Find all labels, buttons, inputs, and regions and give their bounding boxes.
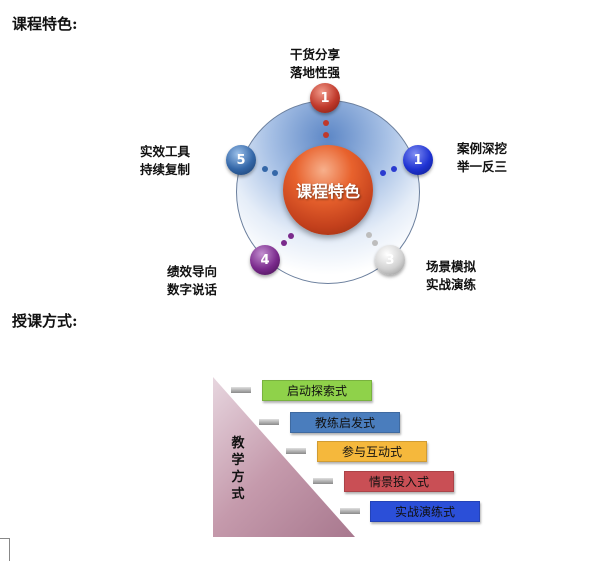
connector-dot (366, 232, 372, 238)
node-ball-4: 4 (250, 245, 280, 275)
connector-dot (380, 170, 386, 176)
step-2: 教练启发式 (290, 412, 400, 433)
step-arrow (340, 508, 360, 514)
step-4: 情景投入式 (344, 471, 454, 492)
node-ball-3: 3 (375, 245, 405, 275)
connector-dot (372, 240, 378, 246)
connector-dot (262, 166, 268, 172)
page-corner-mark (0, 538, 10, 561)
node-label-4: 绩效导向 数字说话 (167, 264, 218, 297)
connector-dot (288, 233, 294, 239)
step-arrow (286, 448, 306, 454)
center-label: 课程特色 (295, 182, 360, 201)
node-ball-5: 5 (226, 145, 256, 175)
node-label-3: 场景模拟 实战演练 (426, 259, 477, 292)
connector-dot (323, 132, 329, 138)
node-ball-2: 1 (403, 145, 433, 175)
center-circle: 课程特色 (283, 145, 373, 235)
node-label-5: 实效工具 持续复制 (140, 144, 191, 177)
features-heading: 课程特色: (12, 15, 78, 33)
connector-dot (272, 170, 278, 176)
methods-heading: 授课方式: (12, 312, 78, 330)
step-5: 实战演练式 (370, 501, 480, 522)
connector-dot (391, 166, 397, 172)
step-3: 参与互动式 (317, 441, 427, 462)
methods-label: 教学方式 (231, 436, 245, 502)
step-1: 启动探索式 (262, 380, 372, 401)
step-arrow (231, 387, 251, 393)
node-label-1: 干货分享 落地性强 (290, 47, 341, 80)
node-label-2: 案例深挖 举一反三 (457, 141, 508, 174)
features-diagram: 课程特色 1 1 3 4 5 干货分享 落地性强 案例深挖 举一反三 场景模拟 … (140, 47, 508, 297)
connector-dot (281, 240, 287, 246)
step-arrow (313, 478, 333, 484)
node-ball-1: 1 (310, 83, 340, 113)
connector-dot (323, 120, 329, 126)
step-arrow (259, 419, 279, 425)
